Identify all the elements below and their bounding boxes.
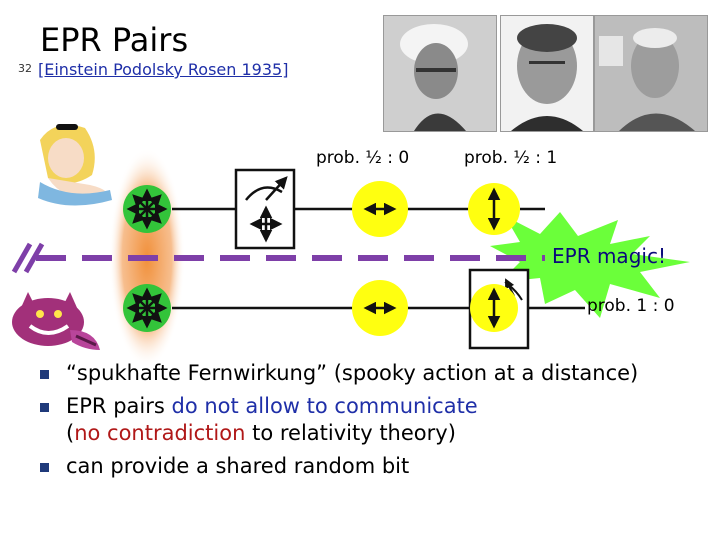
cheshire-cat-figure bbox=[12, 292, 100, 350]
qubit-horizontal-bottom bbox=[352, 280, 408, 336]
alice-figure bbox=[38, 124, 112, 206]
bullet-marker bbox=[40, 370, 49, 379]
bullet-text: can provide a shared random bit bbox=[66, 454, 410, 478]
bullet-text: ( bbox=[66, 421, 75, 445]
bullet-item: “spukhafte Fernwirkung” (spooky action a… bbox=[40, 360, 710, 387]
bullet-text: no contradiction bbox=[74, 421, 246, 445]
qubit-bob bbox=[123, 284, 171, 332]
label-prob-one-zero: prob. 1 : 0 bbox=[587, 296, 675, 316]
label-prob-half-zero: prob. ½ : 0 bbox=[316, 148, 410, 168]
bullet-item: (no contradiction to relativity theory) bbox=[40, 420, 710, 447]
label-epr-magic: EPR magic! bbox=[552, 244, 666, 268]
bullet-marker bbox=[40, 403, 49, 412]
bullet-item: can provide a shared random bit bbox=[40, 453, 710, 480]
portrait-podolsky bbox=[500, 15, 594, 132]
bullet-text: do not allow to communicate bbox=[171, 394, 478, 418]
qubit-alice bbox=[123, 185, 171, 233]
qubit-vertical-top bbox=[468, 183, 520, 235]
bullet-text: to relativity theory) bbox=[245, 421, 456, 445]
portrait-einstein bbox=[383, 15, 497, 132]
bullet-list: “spukhafte Fernwirkung” (spooky action a… bbox=[40, 360, 710, 486]
bullet-item: EPR pairs do not allow to communicate bbox=[40, 393, 710, 420]
qubit-horizontal-top bbox=[352, 181, 408, 237]
measurement-device-bottom bbox=[468, 268, 530, 350]
slide-number: 32 bbox=[18, 62, 32, 75]
slide-title: EPR Pairs bbox=[40, 21, 189, 59]
bullet-text: “spukhafte Fernwirkung” (spooky action a… bbox=[66, 361, 639, 385]
portrait-rosen bbox=[594, 15, 708, 132]
label-prob-half-one: prob. ½ : 1 bbox=[464, 148, 558, 168]
epr-magic-burst bbox=[490, 212, 690, 318]
measurement-device-top bbox=[234, 168, 296, 250]
bullet-marker bbox=[40, 463, 49, 472]
citation-link[interactable]: [Einstein Podolsky Rosen 1935] bbox=[38, 60, 289, 79]
separation-dashed-line bbox=[11, 242, 545, 274]
bullet-text: EPR pairs bbox=[66, 394, 172, 418]
